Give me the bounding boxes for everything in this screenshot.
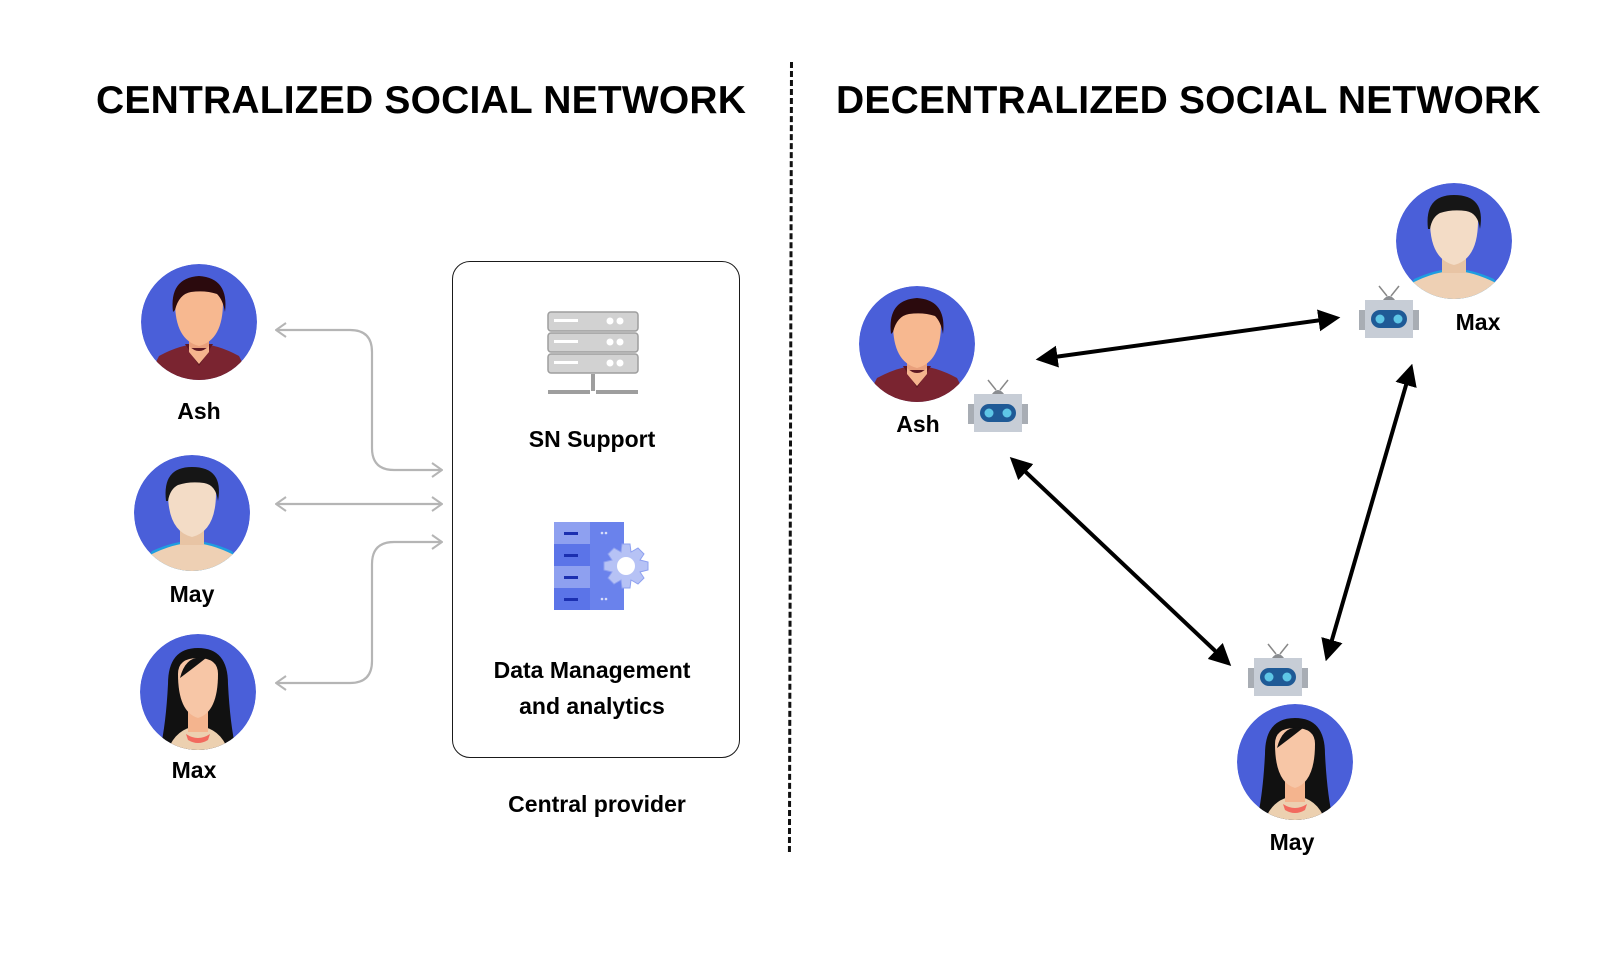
database-gear-icon — [554, 522, 649, 610]
link-max-may — [1321, 363, 1417, 662]
connector-ash-provider — [276, 330, 442, 470]
female-avatar-long-hair-icon — [1237, 704, 1353, 820]
node-label-ash: Ash — [896, 411, 940, 437]
male-avatar-blue-shirt-icon — [134, 455, 250, 571]
robot-icon — [966, 376, 1030, 434]
user-label-max: Max — [171, 757, 217, 783]
male-avatar-red-shirt-icon — [859, 286, 975, 402]
centralized-title: CENTRALIZED SOCIAL NETWORK — [96, 79, 747, 122]
female-avatar-long-hair-icon — [140, 634, 256, 750]
service-label-data-management-line1: Data Management — [493, 657, 691, 683]
male-avatar-red-shirt-icon — [141, 264, 257, 380]
service-label-sn-support: SN Support — [528, 426, 656, 452]
link-ash-may — [1009, 456, 1232, 667]
decentralized-title: DECENTRALIZED SOCIAL NETWORK — [836, 79, 1541, 122]
link-ash-max — [1035, 309, 1341, 368]
central-provider-caption: Central provider — [508, 791, 686, 817]
connector-max-provider — [276, 542, 442, 683]
user-label-may: May — [169, 581, 215, 607]
server-rack-icon — [547, 311, 639, 394]
robot-icon — [1357, 282, 1421, 340]
node-label-max: Max — [1455, 309, 1501, 335]
service-label-data-management-line2: and analytics — [519, 693, 665, 719]
node-label-may: May — [1269, 829, 1315, 855]
robot-icon — [1246, 640, 1310, 698]
central-provider-box — [452, 261, 740, 758]
user-label-ash: Ash — [177, 398, 221, 424]
